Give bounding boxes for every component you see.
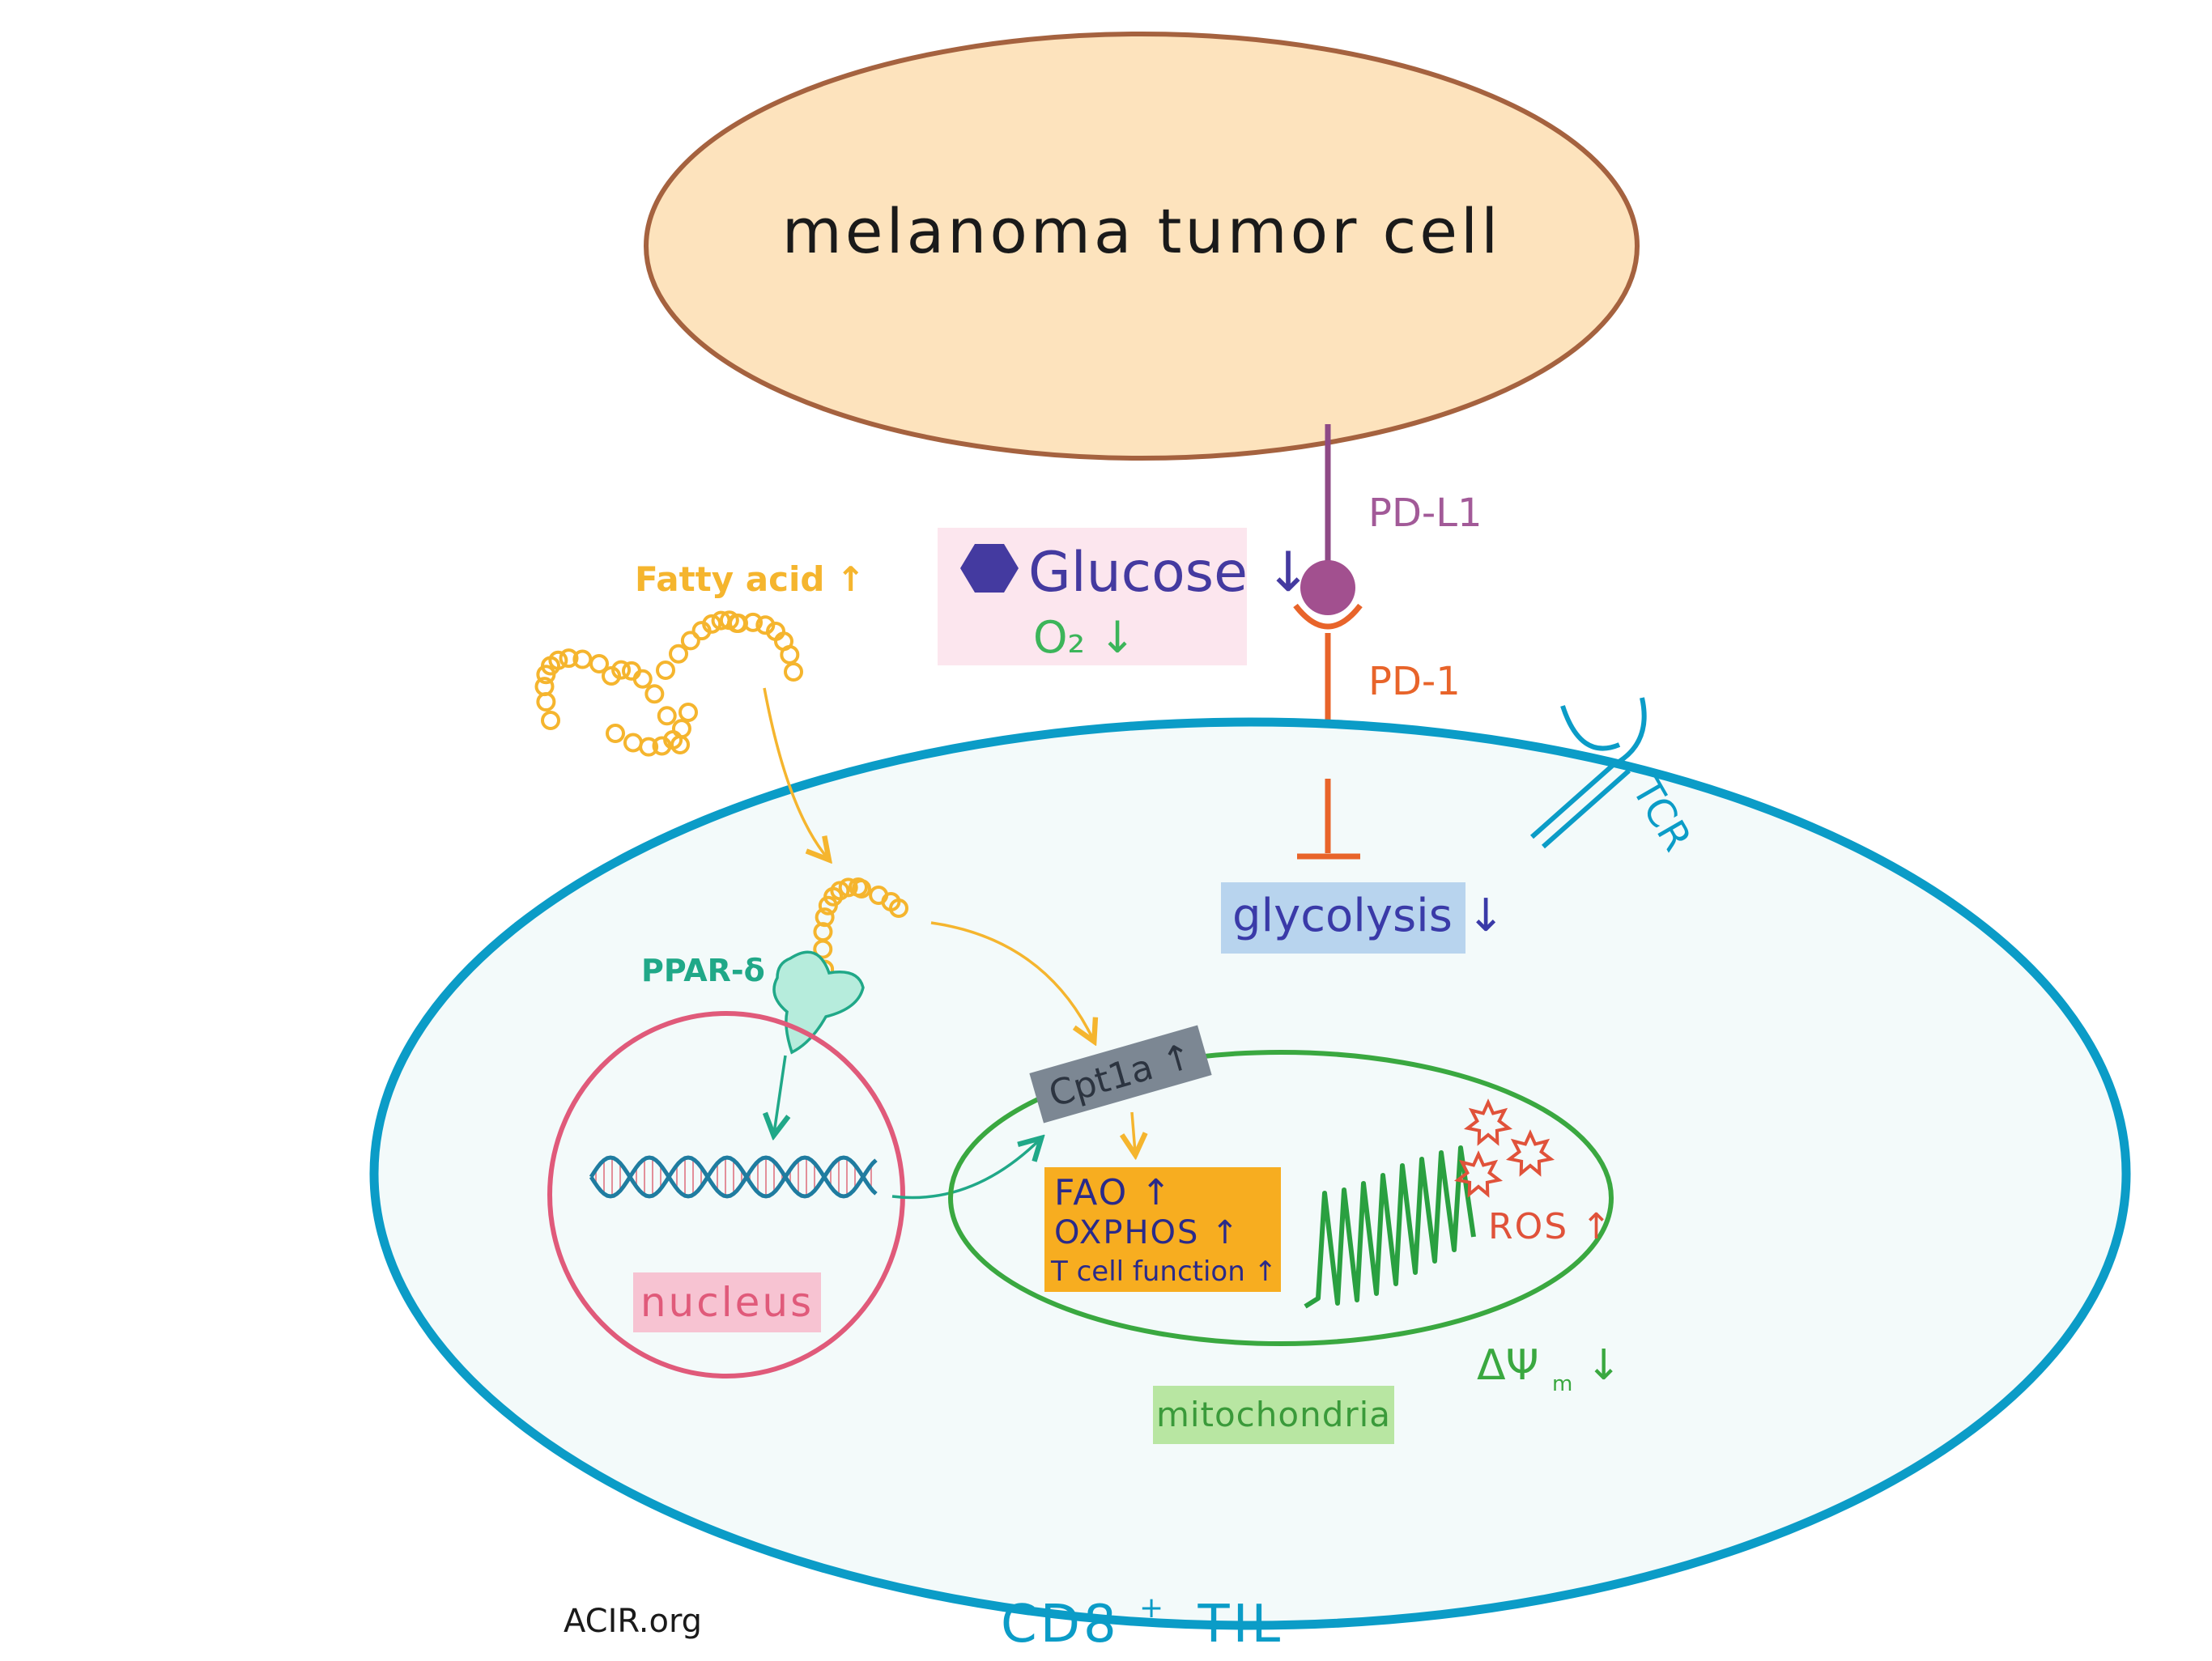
fatty-acid-uptake-arrow [763, 687, 827, 858]
ros-up-indicator: ↑ [1581, 1206, 1613, 1247]
fatty-acid-bead [548, 650, 568, 670]
fatty-acid-bead [623, 733, 643, 753]
mitochondria-label: mitochondria [1156, 1395, 1391, 1434]
ros-star-icon [1453, 1150, 1504, 1198]
ros-star-icon [1463, 1098, 1513, 1146]
fatty-acid-bead [780, 644, 800, 665]
cpt1a-to-fao-arrow [1132, 1111, 1135, 1153]
melanoma-tumor-cell: melanoma tumor cell [644, 32, 1640, 461]
dna-to-mitochondria-arrow [891, 1140, 1040, 1200]
fatty-acid-bead [671, 719, 691, 739]
tcell-function-up-indicator: ↑ [1254, 1255, 1278, 1288]
fatty-acid-bead [541, 711, 560, 730]
fatty-acid-chains [534, 610, 803, 757]
fatty-acid-bead [852, 879, 871, 898]
fao-up-indicator: ↑ [1141, 1172, 1172, 1213]
fao-label: FAO [1054, 1172, 1128, 1213]
svg-text:O₂ ↓: O₂ ↓ [1033, 612, 1136, 663]
mitochondria-label-box: mitochondria [1153, 1386, 1394, 1444]
pd-1-receptor-cup [1293, 603, 1363, 630]
tcr-receptor [1530, 697, 1647, 849]
fatty-acid-bead [589, 654, 609, 673]
fao-box: FAO ↑ OXPHOS ↑ T cell function ↑ [1044, 1167, 1281, 1292]
source-label: ACIR.org [564, 1603, 702, 1640]
pd-l1-ligand [1300, 560, 1355, 615]
glycolysis-box: glycolysis ↓ [1221, 882, 1505, 954]
dna-helix-icon [589, 1155, 878, 1199]
fatty-acid-bead [536, 692, 556, 712]
cristae-zigzag [1304, 1145, 1476, 1309]
nucleus-label: nucleus [640, 1279, 814, 1326]
mitochondria-cristae-icon [1304, 1145, 1476, 1309]
mitochondria [948, 1050, 1614, 1346]
svg-text:FAO ↑: FAO ↑ [1054, 1172, 1172, 1213]
pd-1-label: PD-1 [1368, 659, 1461, 704]
delta-psi-subscript: m [1552, 1372, 1572, 1396]
pd-l1-label: PD-L1 [1368, 491, 1482, 536]
glycolysis-down-indicator: ↓ [1467, 890, 1505, 942]
fatty-acid-bead [838, 877, 858, 898]
fatty-acid-bead [889, 898, 908, 918]
ros-label: ROS [1488, 1206, 1568, 1247]
svg-text:Fatty acid ↑: Fatty acid ↑ [635, 559, 865, 599]
glycolysis-label: glycolysis [1232, 890, 1453, 942]
glycolysis-inhibition-arrow [1297, 779, 1360, 860]
oxphos-label: OXPHOS [1054, 1214, 1199, 1251]
fatty-acid-bead [611, 660, 632, 680]
fatty-acid-bead [669, 644, 688, 664]
fatty-acid-bead [534, 677, 555, 697]
fatty-acid-bead [815, 907, 835, 928]
fatty-acid-bead [559, 648, 579, 669]
fatty-acid-bead [606, 724, 625, 743]
glucose-label: Glucose [1028, 541, 1248, 605]
fatty-acid-bead [656, 661, 675, 680]
svg-text:ROS ↑: ROS ↑ [1488, 1206, 1613, 1247]
oxphos-up-indicator: ↑ [1211, 1214, 1240, 1251]
tumor-cell-label: melanoma tumor cell [782, 195, 1502, 267]
tcell-function-label: T cell function [1050, 1255, 1245, 1288]
fatty-acid-bead [644, 684, 665, 704]
fatty-acid-to-cpt1a-arrow [930, 921, 1093, 1039]
fatty-acid-bead [678, 703, 698, 722]
dna-strand-a [589, 1155, 878, 1199]
oxygen-label: O₂ [1033, 612, 1085, 663]
fatty-acid-bead [784, 662, 803, 682]
fatty-acid-bead [632, 669, 653, 689]
delta-psi-label: ΔΨ [1477, 1341, 1539, 1390]
fatty-acid-label: Fatty acid [635, 559, 824, 599]
svg-text:T cell function ↑: T cell function ↑ [1050, 1255, 1277, 1288]
fatty-acid-up-indicator: ↑ [836, 559, 865, 599]
svg-text:glycolysis ↓: glycolysis ↓ [1232, 890, 1505, 942]
delta-psi-down-indicator: ↓ [1586, 1341, 1622, 1390]
oxygen-down-indicator: ↓ [1099, 612, 1135, 663]
svg-text:ΔΨ m ↓: ΔΨ m ↓ [1477, 1341, 1621, 1401]
ppar-label: PPAR-δ [641, 953, 765, 988]
glucose-down-indicator: ↓ [1266, 541, 1312, 605]
cell-name-suffix: TIL [1197, 1595, 1284, 1655]
svg-text:Glucose ↓: Glucose ↓ [1028, 541, 1312, 605]
fatty-acid-bead [743, 612, 763, 632]
fatty-acid-bead [639, 737, 659, 757]
cell-name-label: CD8 [1001, 1595, 1120, 1655]
dna-strand-b [589, 1155, 878, 1199]
fatty-acid-bead [702, 614, 722, 634]
fatty-acid-bead [680, 631, 700, 651]
svg-text:CD8 + TIL: CD8 + TIL [1001, 1570, 1283, 1655]
nucleus [547, 1011, 905, 1379]
nucleus-label-box: nucleus [633, 1272, 821, 1332]
ros-star-icon [1505, 1129, 1555, 1177]
cell-name-superscript: + [1139, 1591, 1167, 1625]
fatty-acid-bead [657, 706, 677, 726]
glucose-hexagon-icon [960, 544, 1019, 593]
ros-star-icons [1453, 1098, 1555, 1198]
ppar-to-dna-arrow [774, 1055, 785, 1133]
fatty-acid-bead [602, 666, 621, 686]
svg-text:OXPHOS ↑: OXPHOS ↑ [1054, 1214, 1240, 1251]
glucose-oxygen-box: Glucose ↓ O₂ ↓ [938, 528, 1312, 665]
pd-l1-pd-1-interaction: PD-L1 PD-1 [1293, 424, 1482, 758]
